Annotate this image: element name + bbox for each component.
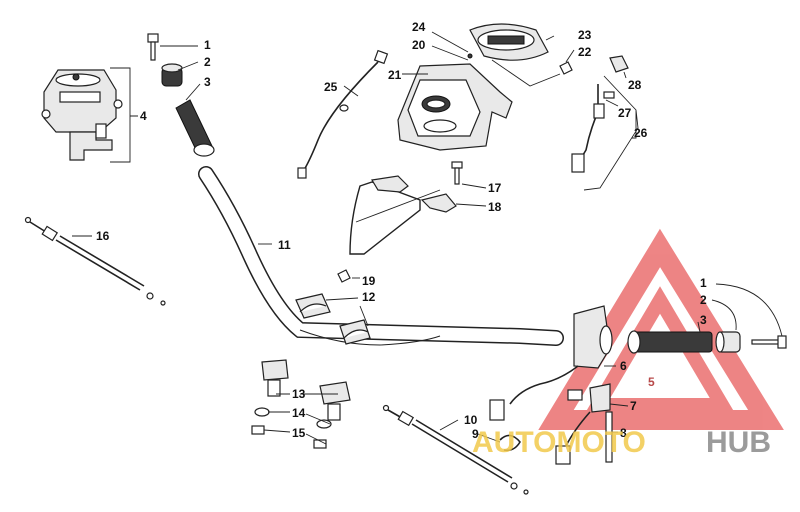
- callout-28: 28: [628, 78, 642, 92]
- callout-4: 4: [140, 109, 147, 123]
- callout-6: 6: [620, 359, 627, 373]
- callout-11: 11: [278, 238, 291, 252]
- grip-right: [627, 330, 713, 354]
- callout-15: 15: [292, 426, 306, 440]
- throttle-cable: [24, 216, 166, 306]
- control-housing-right: [489, 305, 613, 465]
- grip-left: [175, 99, 215, 157]
- callout-1-right: 1: [700, 276, 707, 290]
- grip-screw-left: [147, 33, 159, 61]
- gauge-cluster: [469, 23, 549, 61]
- callout-9: 9: [472, 427, 479, 441]
- callout-23: 23: [578, 28, 592, 42]
- watermark-text-gray: HUB: [706, 426, 771, 459]
- cap-28: [609, 55, 629, 73]
- callout-16: 16: [96, 229, 110, 243]
- master-cylinder-assembly: [41, 69, 123, 161]
- upper-clamps: [295, 293, 371, 345]
- callout-1-left: 1: [204, 38, 211, 52]
- brake-cable: [382, 404, 529, 495]
- cable-clip: [499, 434, 521, 452]
- speedometer-cable: [297, 49, 389, 179]
- callout-22: 22: [578, 45, 592, 59]
- callout-3-left: 3: [204, 75, 211, 89]
- callout-13: 13: [292, 387, 306, 401]
- callout-14: 14: [292, 406, 306, 420]
- callout-3-right: 3: [700, 313, 707, 327]
- grip-end-weight-left: [161, 63, 183, 87]
- callout-26: 26: [634, 126, 648, 140]
- watermark-text-colored: AUTOMOTO: [472, 426, 646, 459]
- callout-labels: 1 2 3 4 16 11 12 13 14 15 25 21 24 20 23…: [96, 20, 707, 441]
- screw-22: [559, 61, 573, 75]
- grip-end-weight-right: [715, 331, 741, 353]
- callout-bracket-4: [110, 67, 138, 163]
- callout-8: 8: [620, 426, 627, 440]
- callout-5: 5: [648, 375, 655, 389]
- bolt-17: [451, 161, 463, 185]
- callout-21: 21: [388, 68, 402, 82]
- callout-17: 17: [488, 181, 502, 195]
- callout-2-left: 2: [204, 55, 211, 69]
- callout-12: 12: [362, 290, 376, 304]
- callout-20: 20: [412, 38, 426, 52]
- lower-clamps: [261, 359, 351, 421]
- callout-7: 7: [630, 399, 637, 413]
- callout-24: 24: [412, 20, 426, 34]
- wire-harness: [571, 84, 615, 173]
- watermark-text: AUTOMOTO HUB: [472, 426, 771, 459]
- mounting-brackets: [349, 175, 457, 255]
- instrument-housing: [397, 63, 513, 151]
- bolt-19: [337, 269, 351, 283]
- callout-10: 10: [464, 413, 478, 427]
- callout-2-right: 2: [700, 293, 707, 307]
- callout-19: 19: [362, 274, 376, 288]
- grip-screw-right: [751, 335, 787, 349]
- handlebar: [198, 166, 564, 346]
- callout-25: 25: [324, 80, 338, 94]
- callout-18: 18: [488, 200, 502, 214]
- nuts: [251, 425, 327, 449]
- callout-27: 27: [618, 106, 632, 120]
